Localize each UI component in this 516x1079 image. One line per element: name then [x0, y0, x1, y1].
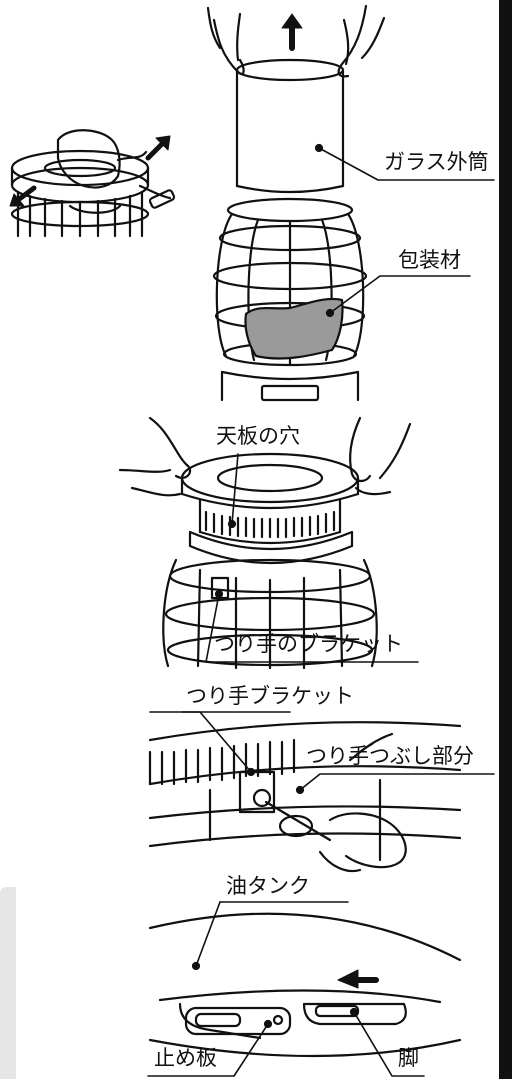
label-handle-bracket-1: つり手のブラケット — [214, 632, 403, 656]
label-glass-outer-cylinder: ガラス外筒 — [384, 150, 489, 174]
label-handle-crush-part: つり手つぶし部分 — [306, 744, 474, 768]
label-oil-tank: 油タンク — [226, 874, 310, 898]
leader-lines — [147, 147, 495, 1077]
side-black-rule — [499, 0, 512, 1079]
oil-tank-illustration — [148, 912, 462, 1058]
glass-cylinder-illustration — [206, 4, 386, 194]
label-stopper-plate: 止め板 — [154, 1046, 217, 1070]
top-plate-illustration — [118, 416, 412, 670]
page-edge-tab — [0, 887, 16, 1079]
label-top-plate-hole: 天板の穴 — [216, 424, 300, 448]
inset-top-plate-illustration — [10, 129, 176, 238]
label-leg: 脚 — [398, 1046, 419, 1070]
label-handle-bracket-2: つり手ブラケット — [186, 684, 354, 708]
label-packing-material: 包装材 — [398, 248, 461, 272]
guard-cage-illustration — [212, 197, 368, 402]
